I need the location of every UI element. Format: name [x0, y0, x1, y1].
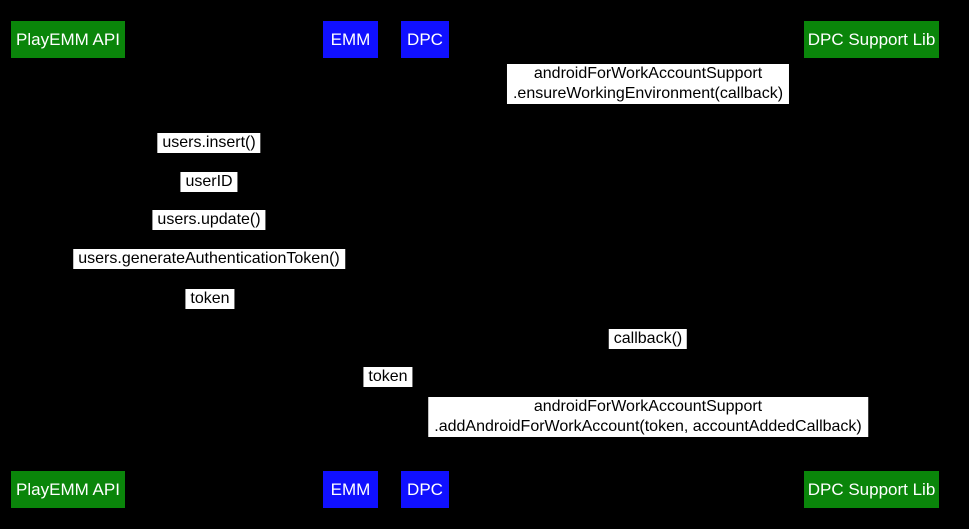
message-line: .addAndroidForWorkAccount(token, account…: [434, 418, 862, 435]
message-ensure-working-environment: androidForWorkAccountSupport .ensureWork…: [506, 64, 790, 104]
message-users-generate-authentication-token: users.generateAuthenticationToken(): [73, 249, 345, 269]
participant-playemm-api-top: PlayEMM API: [11, 21, 125, 58]
participant-dpc-top: DPC: [401, 21, 449, 58]
message-users-insert: users.insert(): [157, 133, 261, 153]
message-users-update: users.update(): [152, 210, 266, 230]
message-add-android-for-work-account: androidForWorkAccountSupport .addAndroid…: [428, 397, 868, 437]
message-token-return: token: [185, 289, 235, 309]
message-line: androidForWorkAccountSupport: [533, 65, 763, 82]
participant-emm-top: EMM: [323, 21, 378, 58]
message-line: .ensureWorkingEnvironment(callback): [512, 85, 784, 102]
message-user-id: userID: [180, 172, 238, 192]
participant-dpc-bottom: DPC: [401, 471, 449, 508]
message-callback: callback(): [608, 329, 688, 349]
participant-dpc-support-lib-top: DPC Support Lib: [804, 21, 939, 58]
message-line: androidForWorkAccountSupport: [533, 398, 763, 415]
message-token-forward: token: [363, 367, 413, 387]
participant-playemm-api-bottom: PlayEMM API: [11, 471, 125, 508]
participant-emm-bottom: EMM: [323, 471, 378, 508]
participant-dpc-support-lib-bottom: DPC Support Lib: [804, 471, 939, 508]
